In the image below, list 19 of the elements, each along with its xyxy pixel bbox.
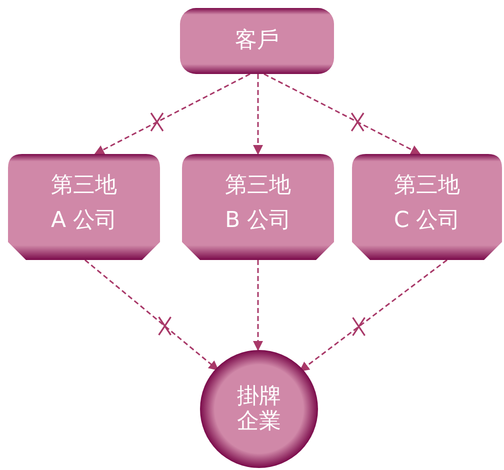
dashed-arrow [264,73,421,155]
node-label: A 公司 [50,208,118,235]
dashed-arrow [253,260,263,351]
node-label: 第三地 [225,172,291,198]
node-label: 客戶 [235,28,279,54]
node-label: C 公司 [394,208,460,235]
process-box [352,154,502,260]
dashed-arrow [299,259,448,372]
node-label: 第三地 [394,172,460,198]
node-label: 第三地 [51,172,117,198]
process-box [182,154,334,260]
rounded-box [180,8,334,74]
dashed-arrow [94,73,250,155]
dashed-arrow [84,259,219,371]
node-label: 掛牌企業 [236,384,282,434]
node-label: B 公司 [224,208,292,235]
dashed-arrow [253,74,263,155]
process-box [8,154,160,260]
circle-node [200,350,318,468]
